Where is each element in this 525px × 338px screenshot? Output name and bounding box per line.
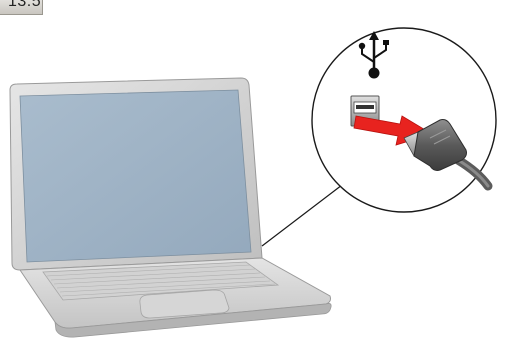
laptop [10,78,331,337]
callout-line [262,185,342,246]
laptop-screen [20,90,251,262]
